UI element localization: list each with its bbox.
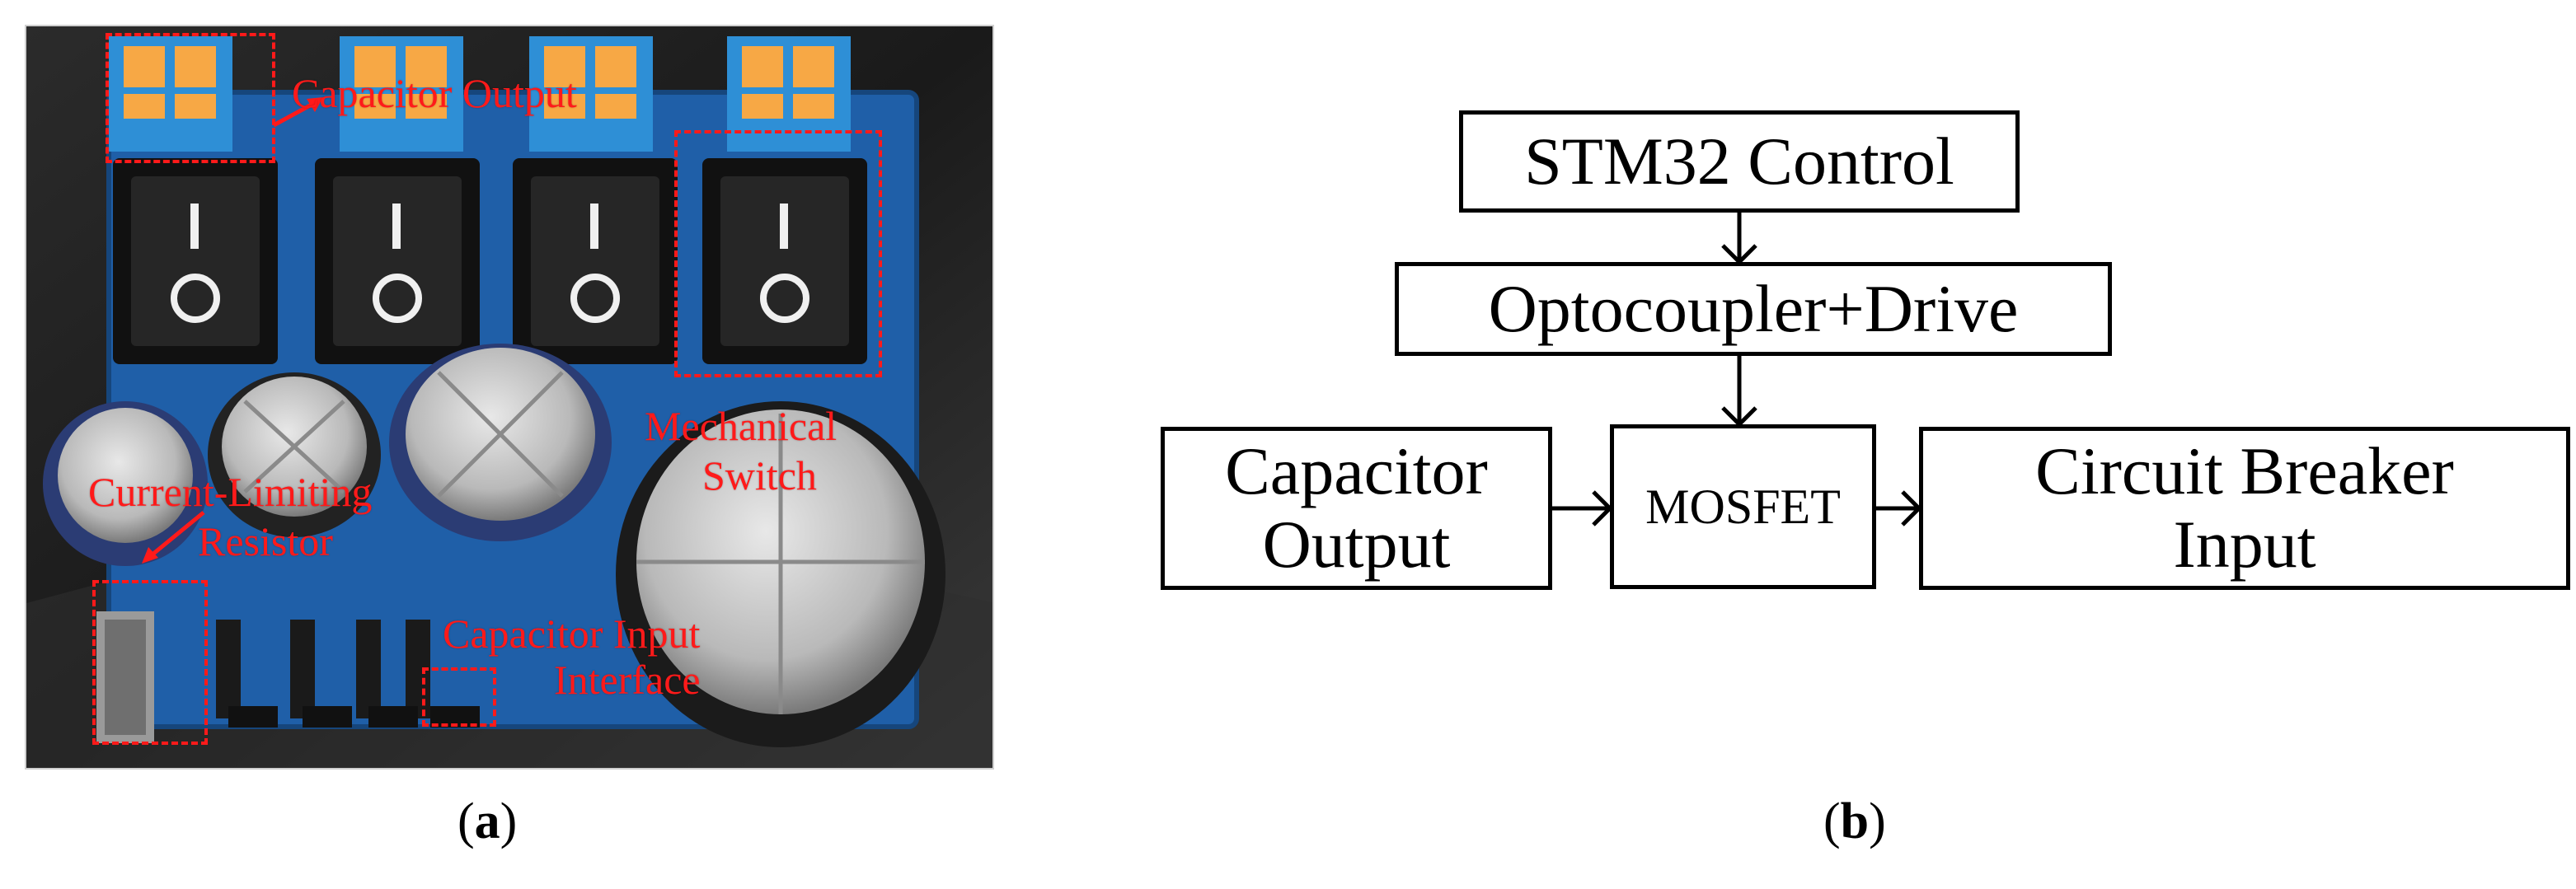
block-capout-label: Capacitor Output bbox=[1225, 433, 1488, 582]
terminal-blocks bbox=[109, 36, 851, 152]
rocker-switches bbox=[113, 158, 867, 364]
block-circuit-breaker-input: Circuit Breaker Input bbox=[1919, 427, 2570, 590]
mechanical-switch-highlight bbox=[674, 130, 882, 377]
label-current-limiting-line1: Current-Limiting bbox=[88, 469, 373, 515]
block-optocoupler-drive: Optocoupler+Drive bbox=[1395, 262, 2112, 356]
block-mosfet: MOSFET bbox=[1610, 424, 1876, 589]
capacitors bbox=[43, 344, 945, 747]
label-capacitor-input-line1: Capacitor Input bbox=[443, 611, 701, 657]
label-capacitor-output: Capacitor Output bbox=[292, 70, 577, 116]
label-current-limiting-line2: Resistor bbox=[198, 518, 333, 564]
label-mechanical-switch-line1: Mechanical bbox=[645, 403, 838, 449]
caption-a: (a) bbox=[457, 793, 518, 849]
capacitor-input-highlight bbox=[422, 667, 496, 727]
board-photo: Capacitor Output Mechanical Switch Curre… bbox=[25, 25, 994, 770]
caption-b: (b) bbox=[1823, 793, 1886, 849]
capacitor-output-highlight bbox=[106, 33, 275, 163]
block-stm32-label: STM32 Control bbox=[1524, 123, 1954, 199]
label-capacitor-input-line2: Interface bbox=[554, 657, 701, 703]
annotation-arrows bbox=[142, 97, 323, 564]
resistor-and-pins bbox=[96, 611, 480, 743]
resistor-arrow bbox=[147, 511, 205, 559]
resistor-highlight bbox=[92, 580, 208, 745]
block-opto-label: Optocoupler+Drive bbox=[1488, 270, 2019, 346]
caption-b-letter: b bbox=[1840, 793, 1870, 849]
block-breaker-label: Circuit Breaker Input bbox=[2035, 433, 2454, 582]
block-capacitor-output: Capacitor Output bbox=[1161, 427, 1552, 590]
block-mosfet-label: MOSFET bbox=[1645, 479, 1841, 534]
caption-a-letter: a bbox=[474, 793, 500, 849]
label-mechanical-switch-line2: Switch bbox=[702, 452, 817, 498]
board-illustration bbox=[26, 26, 992, 768]
block-stm32-control: STM32 Control bbox=[1459, 110, 2020, 213]
